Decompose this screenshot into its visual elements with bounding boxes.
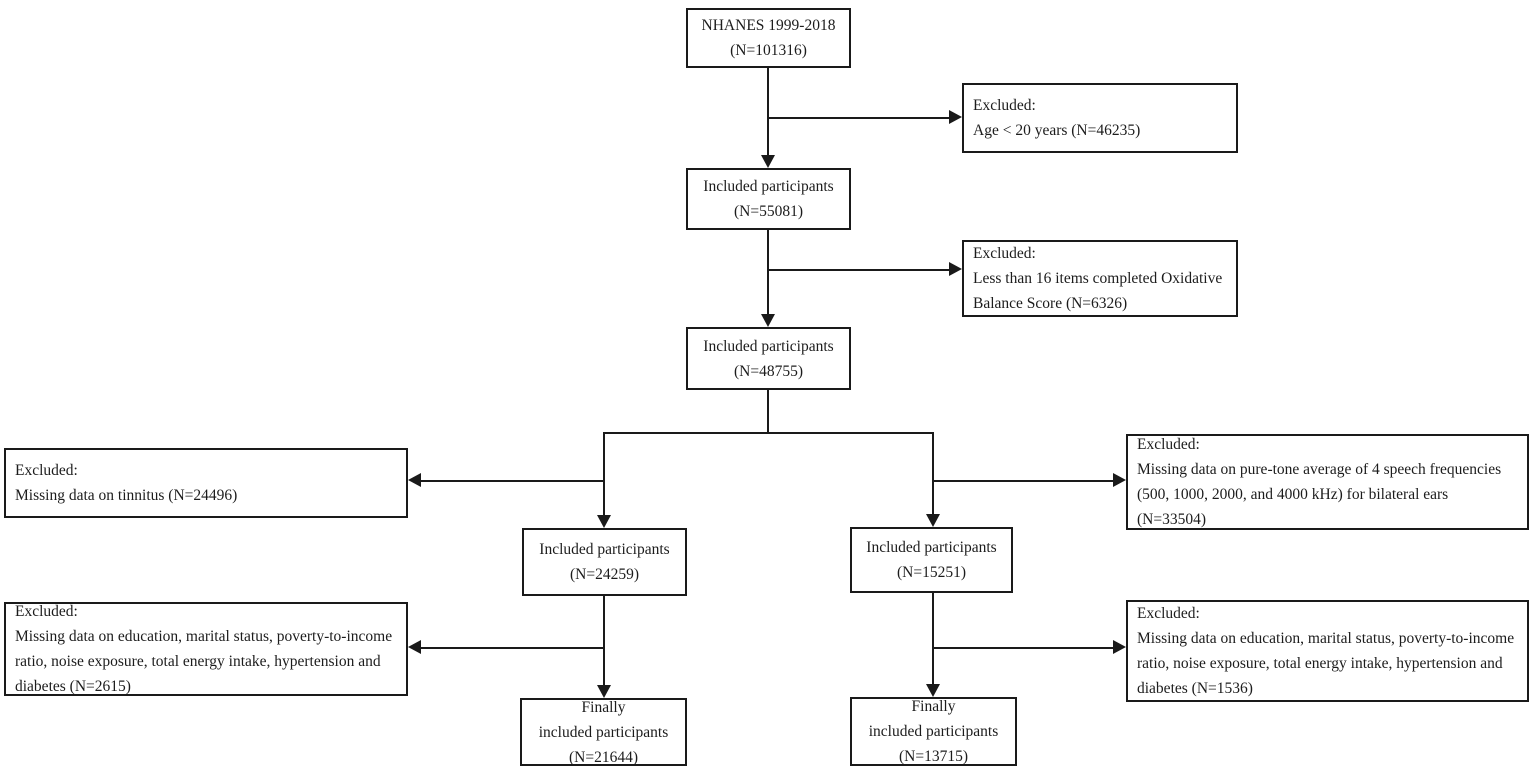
node-count: (N=55081) — [733, 203, 803, 220]
node-title: Included participants — [703, 178, 834, 195]
excluded-label: Excluded: — [973, 97, 1036, 114]
node-title: Finally — [581, 698, 626, 716]
arrowhead-right-icon — [949, 110, 962, 124]
connector-to-excluded-tinnitus — [421, 480, 605, 482]
connector-nhanes-to-included — [767, 68, 769, 157]
node-excluded-covariates-left: Excluded: Missing data on education, mar… — [4, 602, 408, 696]
arrowhead-down-icon — [597, 515, 611, 528]
arrowhead-right-icon — [1113, 640, 1126, 654]
connector-right-to-finally — [932, 593, 934, 685]
excluded-reason: Age < 20 years (N=46235) — [973, 122, 1141, 139]
excluded-label: Excluded: — [1137, 605, 1200, 622]
node-excluded-puretone: Excluded: Missing data on pure-tone aver… — [1126, 434, 1529, 530]
node-excluded-tinnitus: Excluded: Missing data on tinnitus (N=24… — [4, 448, 408, 518]
excluded-reason: Missing data on pure-tone average of 4 s… — [1137, 461, 1505, 528]
node-count: (N=21644) — [568, 748, 638, 766]
connector-split-right-branch — [932, 432, 934, 516]
excluded-reason: Less than 16 items completed Oxidative B… — [973, 270, 1227, 312]
node-finally-included-21644: Finally included participants (N=21644) — [520, 698, 687, 766]
arrowhead-left-icon — [408, 473, 421, 487]
node-nhanes-total: NHANES 1999-2018 (N=101316) — [686, 8, 851, 68]
node-excluded-age: Excluded: Age < 20 years (N=46235) — [962, 83, 1238, 153]
node-title2: included participants — [868, 723, 999, 740]
node-count: (N=13715) — [898, 748, 968, 765]
arrowhead-down-icon — [926, 684, 940, 697]
node-count: (N=15251) — [896, 564, 966, 581]
connector-split-left-branch — [603, 432, 605, 517]
node-title: Included participants — [539, 541, 670, 558]
connector-to-excluded-age — [768, 117, 951, 119]
connector-split-stem — [767, 390, 769, 434]
node-excluded-obs-items: Excluded: Less than 16 items completed O… — [962, 240, 1238, 317]
arrowhead-left-icon — [408, 640, 421, 654]
node-title: NHANES 1999-2018 — [701, 17, 836, 34]
node-count: (N=24259) — [569, 566, 639, 583]
node-title: Included participants — [866, 539, 997, 556]
connector-split-bar — [603, 432, 934, 434]
arrowhead-down-icon — [597, 685, 611, 698]
connector-to-excluded-covariates-right — [933, 647, 1113, 649]
node-title: Included participants — [703, 337, 834, 355]
node-included-48755: Included participants (N=48755) — [686, 327, 851, 390]
connector-to-excluded-obs — [768, 269, 951, 271]
node-title2: included participants — [538, 723, 669, 741]
connector-left-to-finally — [603, 596, 605, 686]
node-excluded-covariates-right: Excluded: Missing data on education, mar… — [1126, 600, 1529, 702]
connector-included-to-included — [767, 230, 769, 316]
connector-to-excluded-puretone — [933, 480, 1113, 482]
excluded-reason: Missing data on tinnitus (N=24496) — [15, 487, 238, 504]
node-included-24259: Included participants (N=24259) — [522, 528, 687, 596]
excluded-label: Excluded: — [15, 603, 78, 620]
arrowhead-right-icon — [949, 262, 962, 276]
arrowhead-right-icon — [1113, 473, 1126, 487]
excluded-label: Excluded: — [973, 245, 1036, 262]
arrowhead-down-icon — [761, 155, 775, 168]
arrowhead-down-icon — [761, 314, 775, 327]
connector-to-excluded-covariates-left — [421, 647, 605, 649]
node-count: (N=101316) — [730, 42, 807, 59]
excluded-label: Excluded: — [15, 462, 78, 479]
excluded-label: Excluded: — [1137, 436, 1200, 453]
node-finally-included-13715: Finally included participants (N=13715) — [850, 697, 1017, 766]
excluded-reason: Missing data on education, marital statu… — [1137, 630, 1518, 697]
excluded-reason: Missing data on education, marital statu… — [15, 628, 396, 695]
node-included-15251: Included participants (N=15251) — [850, 527, 1013, 593]
arrowhead-down-icon — [926, 514, 940, 527]
node-count: (N=48755) — [733, 362, 803, 380]
node-included-55081: Included participants (N=55081) — [686, 168, 851, 230]
node-title: Finally — [911, 698, 956, 715]
